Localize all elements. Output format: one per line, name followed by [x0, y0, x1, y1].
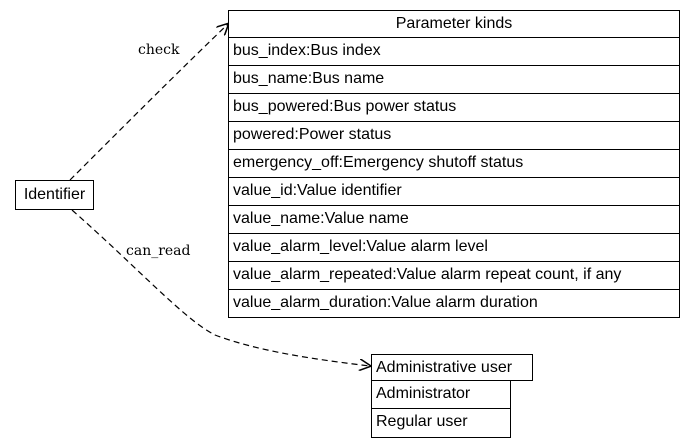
parameter-kinds-item: bus_powered:Bus power status: [228, 93, 680, 122]
edge-check: [69, 24, 228, 181]
identifier-label: Identifier: [23, 186, 86, 203]
parameter-kinds-item: bus_index:Bus index: [228, 37, 680, 66]
parameter-kinds-item: emergency_off:Emergency shutoff status: [228, 149, 680, 178]
parameter-kinds-item: value_alarm_level:Value alarm level: [228, 233, 680, 262]
identifier-node: Identifier: [15, 180, 94, 210]
administrative-user-item: Administrator: [371, 380, 511, 409]
parameter-kinds-item: bus_name:Bus name: [228, 65, 680, 94]
edge-label-check: check: [138, 42, 180, 58]
administrative-user-item: Regular user: [371, 408, 511, 438]
parameter-kinds-item: value_alarm_duration:Value alarm duratio…: [228, 289, 680, 318]
parameter-kinds-item: value_alarm_repeated:Value alarm repeat …: [228, 261, 680, 290]
administrative-user-title: Administrative user: [371, 354, 533, 381]
parameter-kinds-item: value_id:Value identifier: [228, 177, 680, 206]
edge-can-read: [71, 209, 370, 366]
parameter-kinds-title: Parameter kinds: [228, 10, 680, 38]
parameter-kinds-item: powered:Power status: [228, 121, 680, 150]
edge-label-can-read: can_read: [126, 243, 191, 259]
parameter-kinds-item: value_name:Value name: [228, 205, 680, 234]
